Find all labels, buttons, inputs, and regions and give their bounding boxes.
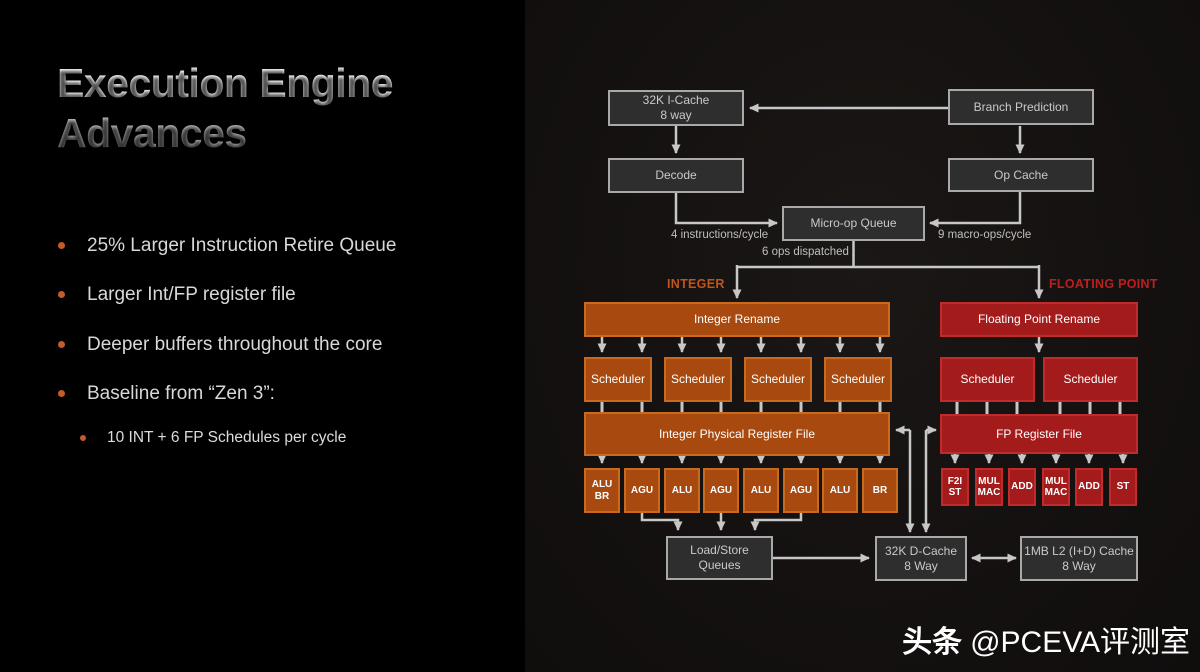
box-decode: Decode (608, 158, 744, 193)
bullet-dot (58, 390, 65, 397)
bullet-text: Larger Int/FP register file (87, 284, 296, 305)
box-fp-exec-mul-mac-2: MUL MAC (1042, 468, 1070, 506)
box-fp-register-file: FP Register File (940, 414, 1138, 454)
decode-rate-label: 4 instructions/cycle (671, 229, 769, 241)
box-fp-exec-add-1: ADD (1008, 468, 1036, 506)
box-fp-exec-f2i-st: F2I ST (941, 468, 969, 506)
box-integer-prf: Integer Physical Register File (584, 412, 890, 456)
box-fp-exec-st: ST (1109, 468, 1137, 506)
box-dcache: 32K D-Cache 8 Way (875, 536, 967, 581)
left-panel: Execution Engine Advances 25% Larger Ins… (0, 0, 525, 672)
bullet-text: 25% Larger Instruction Retire Queue (87, 235, 397, 256)
bullet-item: Baseline from “Zen 3”: (58, 382, 275, 406)
bullet-dot (58, 242, 65, 249)
box-fp-exec-add-2: ADD (1075, 468, 1103, 506)
page-title: Execution Engine Advances (57, 58, 487, 158)
bullet-dot (58, 341, 65, 348)
box-icache: 32K I-Cache 8 way (608, 90, 744, 126)
box-load-store-queues: Load/Store Queues (666, 536, 773, 580)
bullet-text: Deeper buffers throughout the core (87, 334, 383, 355)
box-int-scheduler-2: Scheduler (664, 357, 732, 402)
bullet-item: 25% Larger Instruction Retire Queue (58, 234, 396, 258)
box-int-scheduler-1: Scheduler (584, 357, 652, 402)
box-int-exec-agu-2: AGU (703, 468, 739, 513)
sub-bullet-text: 10 INT + 6 FP Schedules per cycle (107, 429, 347, 446)
watermark-prefix: 头条 (902, 626, 963, 659)
box-fp-scheduler-1: Scheduler (940, 357, 1035, 402)
box-int-scheduler-3: Scheduler (744, 357, 812, 402)
box-fp-scheduler-2: Scheduler (1043, 357, 1138, 402)
watermark: 头条@PCEVA评测室 (902, 617, 1190, 661)
bullet-item: Larger Int/FP register file (58, 283, 296, 307)
sub-bullet-item: 10 INT + 6 FP Schedules per cycle (80, 428, 346, 447)
box-int-exec-alu-3: ALU (822, 468, 858, 513)
bullet-dot (80, 435, 86, 441)
box-branch-prediction: Branch Prediction (948, 89, 1094, 125)
box-l2-cache: 1MB L2 (I+D) Cache 8 Way (1020, 536, 1138, 581)
box-uop-queue: Micro-op Queue (782, 206, 925, 241)
box-fp-exec-mul-mac-1: MUL MAC (975, 468, 1003, 506)
box-int-exec-alu-br: ALU BR (584, 468, 620, 513)
bullet-dot (58, 291, 65, 298)
integer-section-label: INTEGER (667, 277, 725, 291)
bullet-item: Deeper buffers throughout the core (58, 333, 382, 357)
box-int-exec-agu-3: AGU (783, 468, 819, 513)
watermark-handle: @PCEVA评测室 (970, 626, 1190, 659)
box-fp-rename: Floating Point Rename (940, 302, 1138, 337)
box-integer-rename: Integer Rename (584, 302, 890, 337)
box-int-exec-alu-2: ALU (743, 468, 779, 513)
box-op-cache: Op Cache (948, 158, 1094, 192)
opcache-rate-label: 9 macro-ops/cycle (938, 229, 1032, 241)
dispatch-rate-label: 6 ops dispatched (762, 246, 849, 258)
box-int-exec-br: BR (862, 468, 898, 513)
box-int-scheduler-4: Scheduler (824, 357, 892, 402)
box-int-exec-alu-1: ALU (664, 468, 700, 513)
floating-point-section-label: FLOATING POINT (1049, 277, 1158, 291)
bullet-text: Baseline from “Zen 3”: (87, 383, 275, 404)
box-int-exec-agu-1: AGU (624, 468, 660, 513)
